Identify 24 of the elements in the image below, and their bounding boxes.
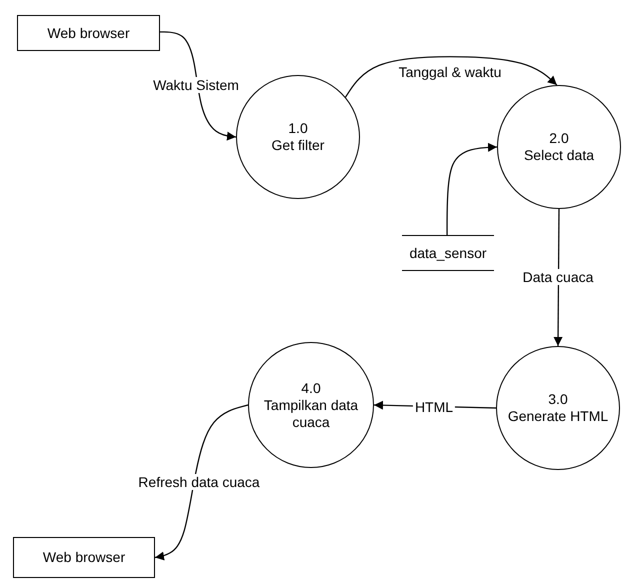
edge-label: Refresh data cuaca — [136, 474, 262, 490]
arrow — [446, 142, 498, 235]
edge-label: Data cuaca — [520, 269, 596, 285]
node-label: Web browser — [47, 24, 130, 42]
node-label: Generate HTML — [508, 408, 608, 425]
node-label: Select data — [524, 147, 594, 164]
node-label: Get filter — [272, 137, 324, 154]
edge-label: Waktu Sistem — [151, 77, 241, 93]
process-number: 4.0 — [301, 380, 321, 396]
process-number: 3.0 — [548, 391, 568, 408]
external-entity-box — [17, 15, 160, 51]
process-number: 1.0 — [288, 120, 308, 137]
node-label: Tampilkan data cuaca — [262, 396, 360, 430]
node-label: data_sensor — [409, 244, 487, 262]
arrow — [160, 31, 236, 141]
external-entity-box — [13, 537, 155, 578]
arrow — [345, 56, 558, 98]
node-label: Web browser — [42, 549, 126, 566]
data-store — [402, 235, 494, 271]
arrow — [154, 404, 248, 560]
edge-label: Tanggal & waktu — [396, 64, 504, 80]
arrow — [554, 209, 563, 346]
edge-label: HTML — [412, 399, 456, 415]
process-number: 2.0 — [549, 130, 569, 147]
